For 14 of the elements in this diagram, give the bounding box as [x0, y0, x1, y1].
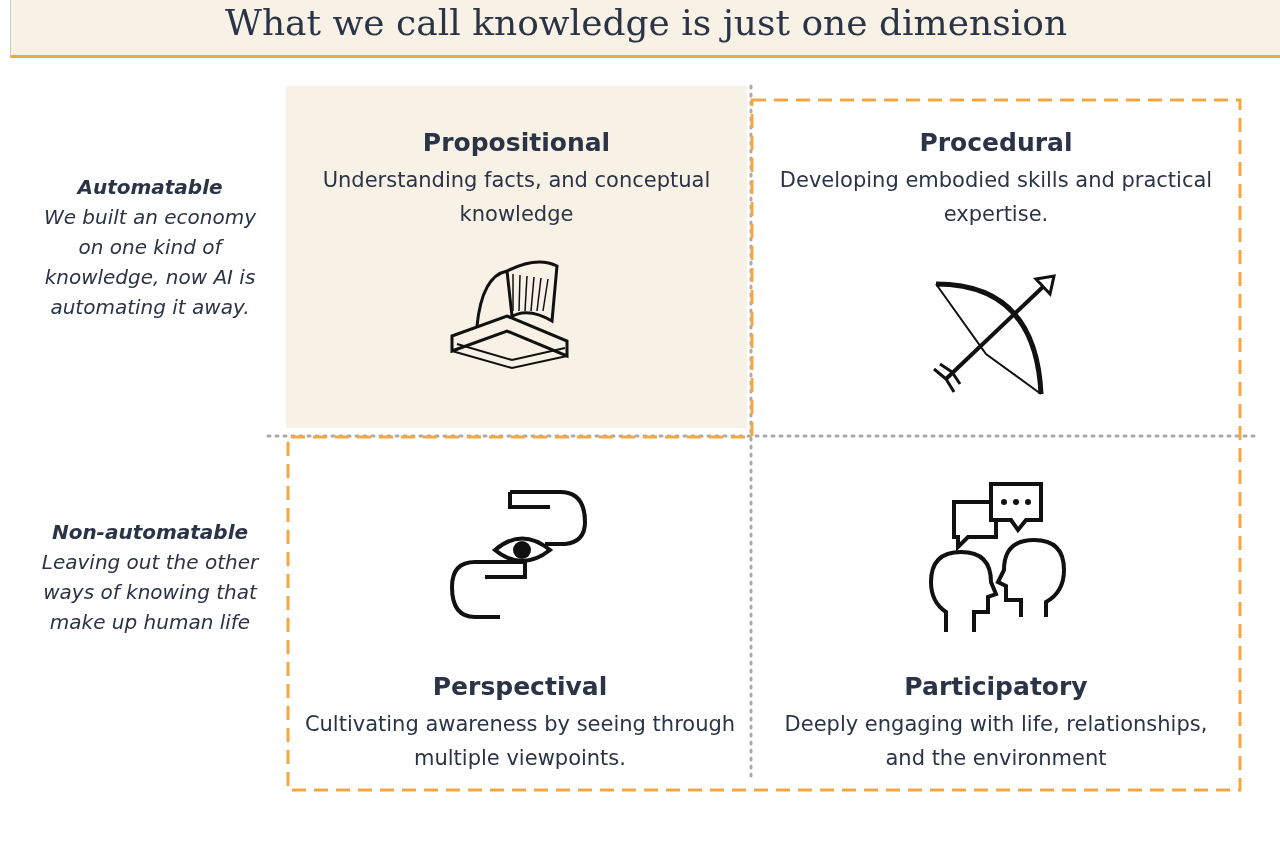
quadrant-description: Cultivating awareness by seeing through multiple viewpoints. — [303, 711, 737, 772]
quadrant-description: Developing embodied skills and practical expertise. — [778, 167, 1214, 228]
quadrant-description: Deeply engaging with life, relationships, and the environment — [783, 711, 1209, 772]
row-description: We built an economy on one kind of knowledge, now AI is automating it away. — [42, 204, 258, 321]
quadrant-description: Understanding facts, and conceptual knowledge — [321, 167, 712, 228]
quadrant-heading: Propositional — [422, 128, 611, 157]
row-heading: Automatable — [75, 174, 224, 201]
quadrant-panel — [286, 86, 747, 428]
title: What we call knowledge is just one dimension — [223, 2, 1069, 43]
row-description: Leaving out the other ways of knowing that make up human life — [40, 549, 261, 636]
quadrant-heading: Participatory — [904, 672, 1088, 701]
quadrant-heading: Perspectival — [432, 672, 608, 701]
quadrant-heading: Procedural — [919, 128, 1073, 157]
row-heading: Non-automatable — [50, 519, 250, 546]
